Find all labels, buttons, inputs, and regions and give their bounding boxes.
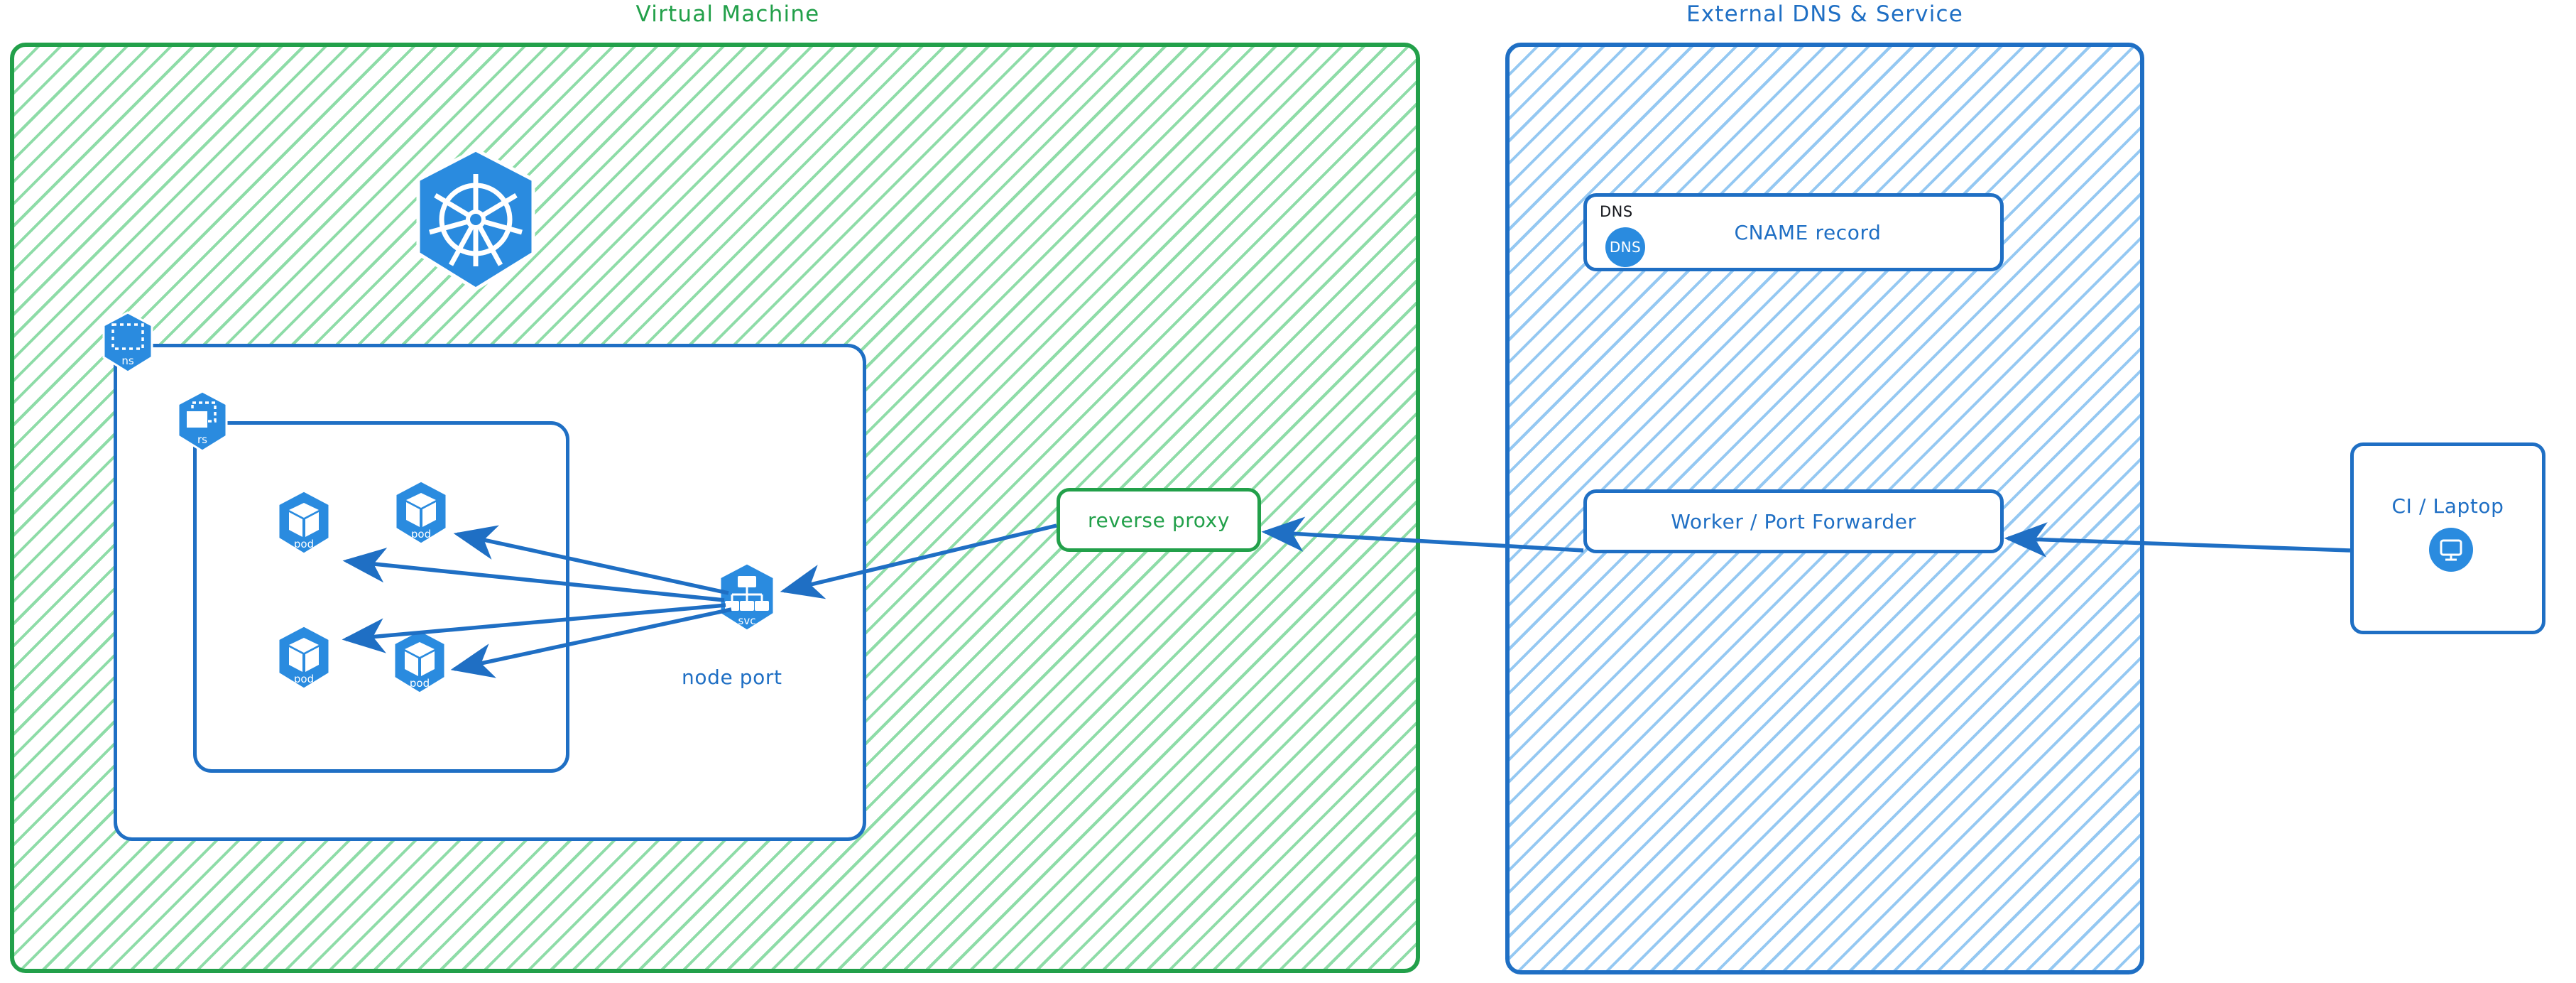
pod-icon-1[interactable]: pod bbox=[273, 489, 334, 557]
desktop-monitor-icon bbox=[2429, 528, 2473, 572]
dns-circle-text: DNS bbox=[1609, 239, 1642, 256]
node-port-caption: node port bbox=[682, 666, 782, 689]
pod-icon-3[interactable]: pod bbox=[273, 624, 334, 692]
replicaset-badge[interactable]: rs bbox=[174, 389, 231, 453]
kubernetes-logo-icon bbox=[408, 146, 543, 295]
worker-port-forwarder-card[interactable]: Worker / Port Forwarder bbox=[1583, 489, 2004, 553]
external-zone-title: External DNS & Service bbox=[1686, 1, 1964, 27]
pod-label-1: pod bbox=[294, 538, 314, 550]
dns-card[interactable]: DNS DNS CNAME record bbox=[1583, 193, 2004, 271]
ci-laptop-label: CI / Laptop bbox=[2391, 494, 2504, 518]
service-badge[interactable]: svc bbox=[714, 561, 780, 634]
reverse-proxy-label: reverse proxy bbox=[1087, 508, 1230, 532]
namespace-badge[interactable]: ns bbox=[99, 310, 156, 374]
dns-card-corner-tag: DNS bbox=[1600, 203, 1633, 220]
pod-label-3: pod bbox=[294, 673, 314, 685]
ci-laptop-card[interactable]: CI / Laptop bbox=[2350, 442, 2545, 634]
vm-zone-title: Virtual Machine bbox=[635, 1, 820, 27]
pod-icon-4[interactable]: pod bbox=[389, 628, 450, 696]
pod-label-2: pod bbox=[411, 528, 431, 541]
pod-label-4: pod bbox=[410, 677, 430, 690]
dns-card-label: CNAME record bbox=[1734, 220, 1882, 244]
dns-circle-icon: DNS bbox=[1605, 227, 1645, 267]
service-badge-label: svc bbox=[738, 614, 756, 627]
pod-icon-2[interactable]: pod bbox=[391, 479, 452, 547]
reverse-proxy-box[interactable]: reverse proxy bbox=[1057, 488, 1261, 552]
worker-port-forwarder-label: Worker / Port Forwarder bbox=[1671, 509, 1916, 533]
namespace-badge-label: ns bbox=[121, 354, 134, 367]
replicaset-container bbox=[193, 421, 569, 773]
replicaset-badge-label: rs bbox=[197, 433, 207, 446]
